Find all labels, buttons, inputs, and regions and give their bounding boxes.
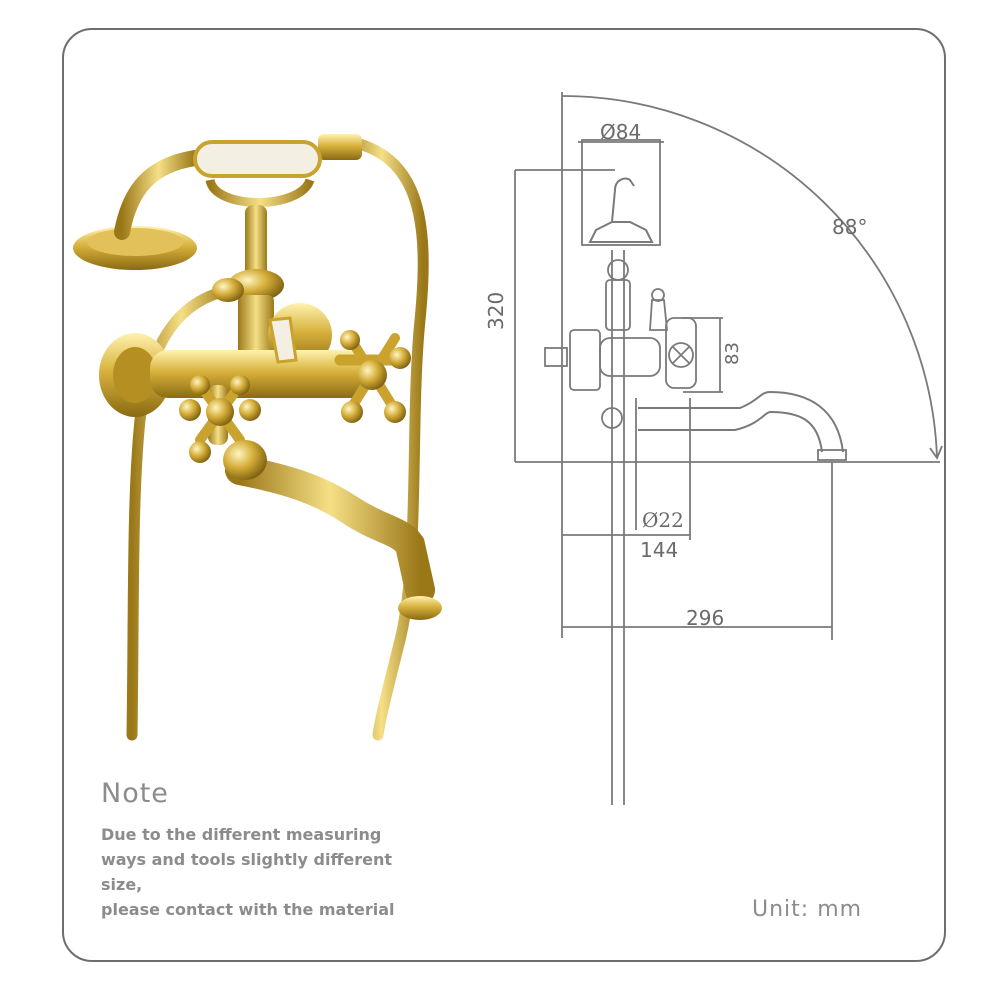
- spout: [225, 455, 435, 605]
- dim-head-diameter: Ø84: [600, 120, 642, 144]
- faucet-photo: [73, 134, 442, 741]
- dim-angle: 88°: [832, 215, 868, 239]
- outer-frame: [62, 28, 946, 962]
- note-line: ways and tools slightly different: [101, 850, 393, 869]
- dim-height: 320: [484, 291, 508, 330]
- right-cross-handle: [334, 330, 411, 423]
- angle-arc: [561, 95, 938, 459]
- shower-ceramic-handle: [193, 140, 322, 178]
- dim-center-width: 144: [640, 538, 679, 562]
- note-line: Due to the different measuring: [101, 825, 382, 844]
- shower-hose: [334, 134, 429, 741]
- left-cross-handle: [179, 375, 261, 463]
- note-body: Due to the different measuring ways and …: [101, 822, 421, 922]
- note-line: please contact with the material: [101, 900, 395, 919]
- dim-spout-length: 296: [686, 606, 725, 630]
- unit-label: Unit: mm: [752, 897, 863, 922]
- dim-pipe-diameter: Ø22: [642, 508, 684, 532]
- note-line: size,: [101, 875, 143, 894]
- hose-left: [126, 284, 236, 741]
- dim-handle-height: 83: [722, 342, 743, 365]
- spout-outlet: [398, 596, 442, 620]
- note-title: Note: [101, 778, 169, 809]
- technical-drawing: [514, 92, 943, 805]
